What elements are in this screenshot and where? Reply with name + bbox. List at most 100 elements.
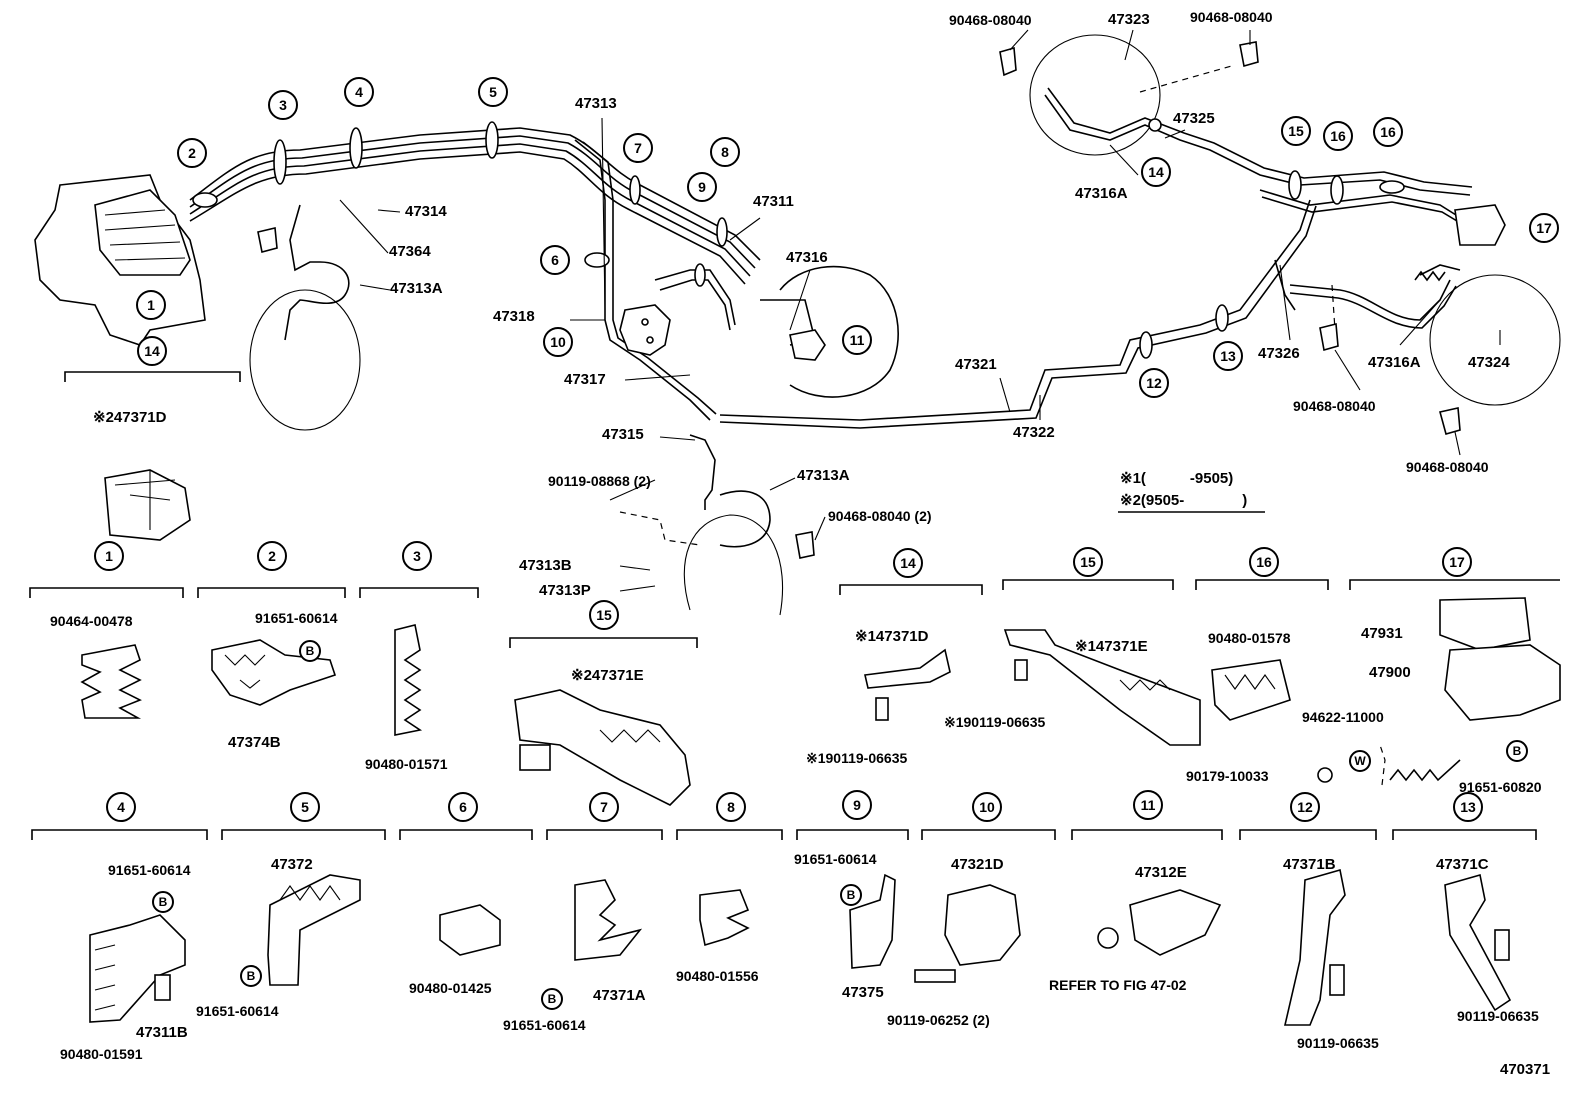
callout-12-detail: 12 bbox=[1290, 792, 1320, 822]
label-d14-b: ※190119-06635 bbox=[806, 750, 908, 766]
label-d11-a: 47312E bbox=[1135, 864, 1187, 881]
label-d11-b: REFER TO FIG 47-02 bbox=[1049, 977, 1187, 993]
callout-13-detail: 13 bbox=[1453, 792, 1483, 822]
clip-47371D-top bbox=[104, 469, 191, 541]
section-13-bracket bbox=[1392, 829, 1537, 840]
label-47314: 47314 bbox=[405, 203, 447, 220]
clip-1 bbox=[80, 644, 142, 719]
label-d2-a: 91651-60614 bbox=[255, 610, 338, 626]
callout-3: 3 bbox=[268, 90, 298, 120]
section-5-bracket bbox=[221, 829, 386, 840]
callout-10-detail: 10 bbox=[972, 792, 1002, 822]
callout-15-detail-left: 15 bbox=[589, 600, 619, 630]
callout-5: 5 bbox=[478, 77, 508, 107]
valve-11 bbox=[789, 329, 826, 361]
callout-6-detail: 6 bbox=[448, 792, 478, 822]
callout-16-detail: 16 bbox=[1249, 547, 1279, 577]
bracket-47371C bbox=[1444, 873, 1512, 1012]
callout-8: 8 bbox=[710, 137, 740, 167]
label-d17-b: 47900 bbox=[1369, 664, 1411, 681]
label-d3-a: 90480-01571 bbox=[365, 756, 448, 772]
footnote-range-1: -9505) bbox=[1189, 470, 1234, 487]
valve-47900 bbox=[1444, 644, 1561, 721]
bracket-90468-d bbox=[1439, 407, 1461, 435]
valve-17 bbox=[1454, 204, 1506, 246]
label-d12-a: 47371B bbox=[1283, 856, 1336, 873]
figure-number: 470371 bbox=[1500, 1061, 1551, 1078]
label-d7-b: 47371A bbox=[593, 987, 646, 1004]
label-d15-a: ※147371E bbox=[1075, 638, 1148, 655]
label-47317: 47317 bbox=[564, 371, 606, 388]
label-90468-08040-d: 90468-08040 bbox=[1406, 459, 1489, 475]
label-d17-a: 47931 bbox=[1361, 625, 1403, 642]
proportioning-valve bbox=[619, 304, 671, 356]
section-15-right-bracket bbox=[1002, 579, 1174, 590]
hose-loop-left bbox=[249, 289, 361, 431]
clamp-2 bbox=[192, 192, 218, 208]
callout-15-detail-right: 15 bbox=[1073, 547, 1103, 577]
label-d13-b: 90119-06635 bbox=[1457, 1008, 1539, 1024]
section-8-bracket bbox=[676, 829, 783, 840]
callout-14-detail: 14 bbox=[893, 548, 923, 578]
callout-9: 9 bbox=[687, 172, 717, 202]
callout-8-detail: 8 bbox=[716, 792, 746, 822]
callout-1: 1 bbox=[136, 290, 166, 320]
clamp-12 bbox=[1139, 331, 1153, 359]
marker-b-4: B bbox=[152, 891, 174, 913]
label-90468-08040-b: 90468-08040 bbox=[1190, 9, 1273, 25]
label-d4-b: 47311B bbox=[136, 1024, 188, 1041]
label-47316A-right: 47316A bbox=[1368, 354, 1421, 371]
callout-16-top-a: 16 bbox=[1323, 121, 1353, 151]
clamp-6 bbox=[584, 252, 610, 268]
clip-5 bbox=[267, 874, 361, 986]
marker-b-2: B bbox=[299, 640, 321, 662]
clip-4 bbox=[89, 914, 186, 1023]
callout-14-top-left: 14 bbox=[137, 336, 167, 366]
label-47316: 47316 bbox=[786, 249, 828, 266]
callout-16-top-b: 16 bbox=[1373, 117, 1403, 147]
clamp-16a bbox=[1330, 175, 1344, 205]
callout-17-top: 17 bbox=[1529, 213, 1559, 243]
label-d13-a: 47371C bbox=[1436, 856, 1489, 873]
clamp-9 bbox=[694, 263, 706, 287]
label-d5-a: 47372 bbox=[271, 856, 313, 873]
label-47316A-top: 47316A bbox=[1075, 185, 1128, 202]
callout-17-detail: 17 bbox=[1442, 547, 1472, 577]
marker-w-17: W bbox=[1349, 750, 1371, 772]
section-10-bracket bbox=[921, 829, 1056, 840]
label-d6-a: 90480-01425 bbox=[409, 980, 492, 996]
clip-47371E-left bbox=[514, 689, 691, 806]
callout-14-top-right: 14 bbox=[1141, 157, 1171, 187]
clip-8 bbox=[699, 889, 750, 947]
valve-47321D bbox=[944, 884, 1021, 966]
main-tube-bundle bbox=[189, 127, 761, 285]
bracket-90468-b bbox=[1239, 41, 1259, 68]
bracket-90468-a bbox=[999, 46, 1017, 77]
callout-4: 4 bbox=[344, 77, 374, 107]
clip-9 bbox=[849, 873, 896, 969]
label-90119-08868: 90119-08868 (2) bbox=[548, 473, 651, 489]
label-47313: 47313 bbox=[575, 95, 617, 112]
label-d12-b: 90119-06635 bbox=[1297, 1035, 1379, 1051]
label-47321: 47321 bbox=[955, 356, 997, 373]
marker-b-7: B bbox=[541, 988, 563, 1010]
clamp-15 bbox=[1288, 170, 1302, 200]
section-11-bracket bbox=[1071, 829, 1223, 840]
clip-6 bbox=[439, 904, 501, 956]
section-15-mid-bracket bbox=[509, 637, 698, 648]
label-47322: 47322 bbox=[1013, 424, 1055, 441]
bracket-90468-c bbox=[1319, 322, 1339, 352]
brake-booster bbox=[779, 265, 899, 398]
label-d1-a: 90464-00478 bbox=[50, 613, 133, 629]
label-d2-b: 47374B bbox=[228, 734, 281, 751]
label-47313P: 47313P bbox=[539, 582, 591, 599]
label-90468-08040-c: 90468-08040 bbox=[1293, 398, 1376, 414]
label-d10-a: 47321D bbox=[951, 856, 1004, 873]
label-d8-a: 90480-01556 bbox=[676, 968, 759, 984]
callout-13: 13 bbox=[1213, 341, 1243, 371]
callout-1-detail: 1 bbox=[94, 541, 124, 571]
label-d14-top: ※247371D bbox=[93, 409, 167, 426]
clip-7 bbox=[574, 879, 643, 961]
label-d15-left: ※247371E bbox=[571, 667, 644, 684]
section-14-bracket bbox=[64, 371, 241, 382]
